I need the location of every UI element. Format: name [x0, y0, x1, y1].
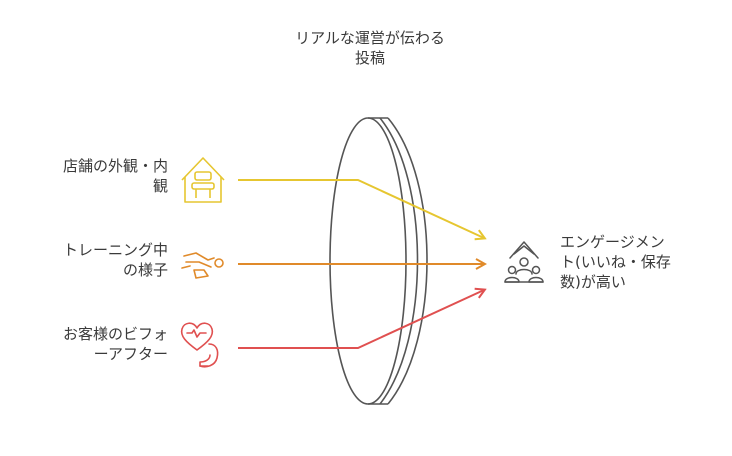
- output-label-line-2: ト(いいね・保存: [560, 253, 671, 271]
- input-label-training: トレーニング中 の様子: [18, 240, 168, 280]
- input-label-storefront-line-1: 店舗の外観・内: [62, 157, 168, 175]
- arrow-before-after: [238, 290, 484, 349]
- input-label-training-line-1: トレーニング中: [62, 241, 168, 259]
- lens: [329, 117, 428, 405]
- input-label-before-after-line-1: お客様のビフォ: [62, 325, 168, 343]
- diagram-title: リアルな運営が伝わる 投稿: [250, 28, 490, 68]
- title-line-2: 投稿: [354, 49, 385, 67]
- input-label-storefront-line-2: 観: [152, 177, 168, 195]
- title-line-1: リアルな運営が伝わる: [295, 29, 445, 47]
- input-label-before-after: お客様のビフォ ーアフター: [18, 324, 168, 364]
- output-label-line-3: 数)が高い: [560, 273, 626, 291]
- output-label-line-1: エンゲージメン: [560, 233, 665, 251]
- output-label: エンゲージメン ト(いいね・保存 数)が高い: [560, 232, 720, 292]
- arrow-storefront: [238, 179, 484, 238]
- storefront-icon: [181, 157, 225, 203]
- input-label-storefront: 店舗の外観・内 観: [18, 156, 168, 196]
- input-label-training-line-2: の様子: [122, 261, 168, 279]
- input-label-before-after-line-2: ーアフター: [93, 345, 168, 363]
- heart-arm-icon: [180, 322, 219, 368]
- community-icon: [504, 241, 544, 283]
- exercise-icon: [181, 252, 224, 279]
